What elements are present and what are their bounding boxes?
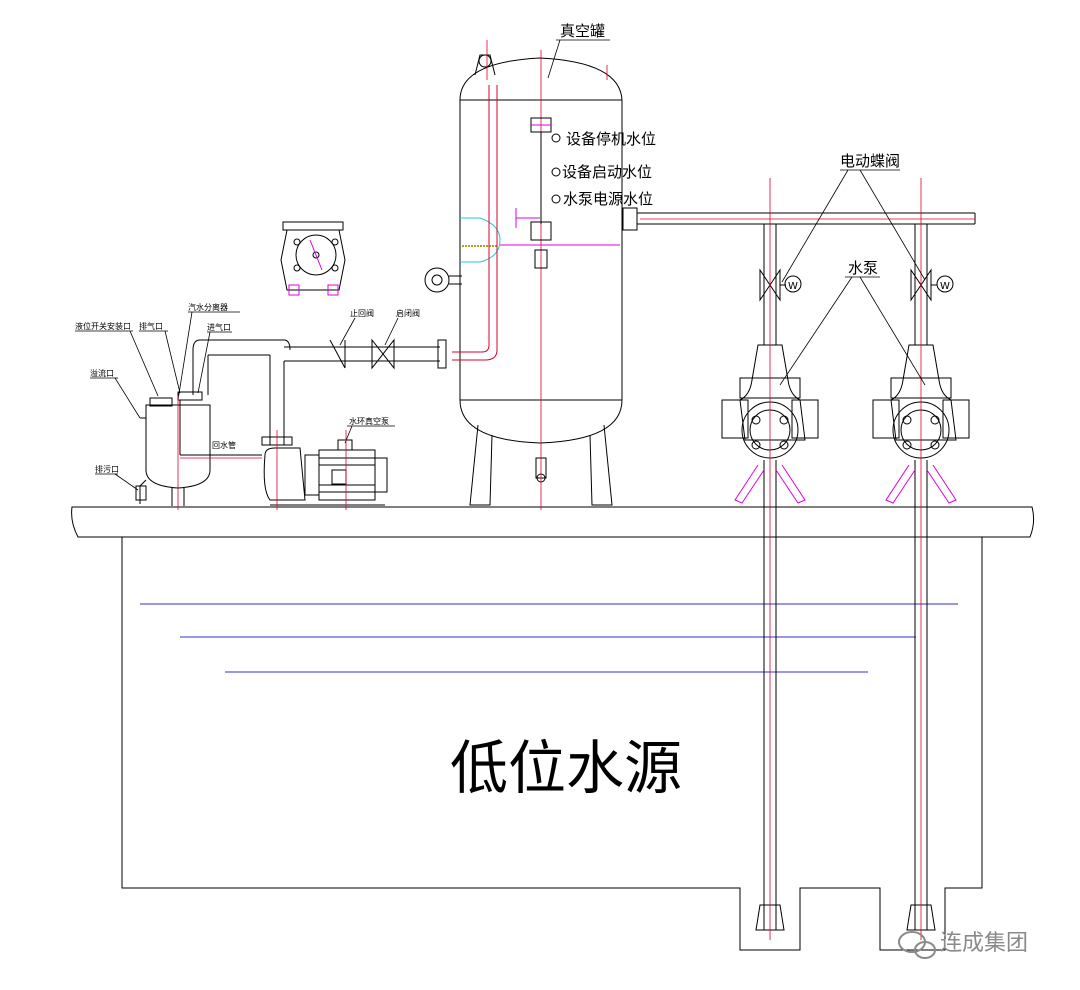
water-pump-label: 水泵	[848, 259, 878, 277]
pump-unit-1-pink	[734, 464, 806, 504]
misc-centerlines	[177, 395, 347, 510]
separator-leaders	[75, 311, 240, 491]
drain-port-label: 排污口	[95, 464, 119, 474]
water-pump-leaders	[779, 276, 926, 386]
valve-1-symbol: W	[788, 281, 798, 292]
overflow-port-label: 溢流口	[90, 368, 114, 378]
vacuum-tank-centerlines	[486, 40, 608, 510]
pump-detail-view	[280, 221, 346, 291]
watermark-text: 连成集团	[940, 931, 1028, 956]
check-valve-leader	[339, 317, 356, 346]
separator	[135, 391, 262, 506]
pump-detail-view-pink	[288, 239, 339, 296]
wechat-icon	[898, 931, 936, 959]
electric-butterfly-valve-label: 电动蝶阀	[840, 152, 900, 170]
shutoff-valve-leader	[384, 317, 399, 346]
separator-label: 汽水分离器	[188, 302, 228, 312]
butterfly-valve-leaders	[781, 169, 926, 283]
level-probe	[530, 117, 561, 269]
return-pipe-label: 回水管	[212, 440, 236, 450]
ground-slab	[71, 506, 1035, 538]
check-valve-label: 止回阀	[350, 308, 374, 318]
outlet-main-pipe	[637, 212, 976, 225]
vacuum-pump-label: 水环真空泵	[349, 416, 389, 426]
low-water-source-label: 低位水源	[450, 734, 682, 802]
vacuum-tank-leader	[547, 39, 561, 79]
pump-unit-1-bolts	[751, 415, 789, 450]
sight-glass	[460, 217, 501, 263]
inlet-port-label: 进气口	[207, 322, 231, 332]
stop-level-label: 设备停机水位	[566, 130, 656, 148]
level-probe-pink	[515, 124, 551, 228]
water-levels	[140, 603, 958, 673]
vacuum-line	[192, 338, 447, 445]
vacuum-pump	[261, 436, 388, 506]
shutoff-valve-label: 启闭阀	[396, 308, 420, 318]
pump-unit-2-pink	[885, 464, 957, 504]
pump-power-level-label: 水泵电源水位	[563, 190, 653, 208]
vacuum-tank-label: 真空罐	[560, 22, 605, 40]
valve-2-symbol: W	[940, 281, 950, 292]
pump-unit-2-bolts	[902, 415, 940, 450]
reservoir	[121, 537, 983, 951]
start-level-label: 设备启动水位	[562, 163, 652, 181]
pump-unit-1	[721, 224, 819, 931]
level-switch-port-label: 液位开关安装口	[75, 321, 131, 331]
exhaust-port-label: 排气口	[139, 321, 163, 331]
watermark: 连成集团	[898, 931, 1028, 959]
tank-inlet-pipe	[452, 85, 498, 361]
